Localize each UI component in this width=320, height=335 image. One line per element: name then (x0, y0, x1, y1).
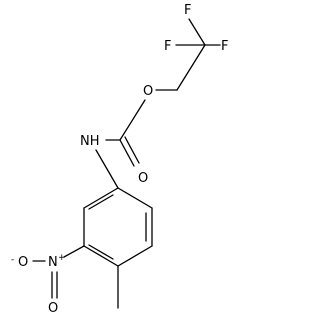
atom-f2: F (164, 39, 171, 54)
atom-nitro-o2: O (48, 301, 58, 316)
atom-f1: F (184, 3, 191, 18)
atom-nitro-n: N (48, 255, 58, 270)
bond-carbonyl-double-b (124, 136, 140, 164)
bond-cf3-f1 (188, 18, 206, 46)
ring-bond-4 (83, 245, 119, 267)
bond-cf3-ch2 (176, 44, 206, 91)
bond-carbonyl-double-a (119, 139, 135, 167)
ring-bond-1 (117, 187, 153, 209)
atom-ester-oxygen: O (143, 84, 153, 99)
atom-nitro-o1: O (18, 255, 28, 270)
atom-carbonyl-oxygen: O (138, 171, 148, 186)
bond-o-carbonyl (119, 99, 146, 141)
nitro-n-charge: + (58, 253, 66, 263)
bond-nh-ring (95, 149, 119, 189)
atom-f3: F (221, 39, 228, 54)
ring-bond-3 (117, 245, 153, 267)
atom-amide-nh: NH (80, 134, 100, 149)
bond-ring-nitro (63, 245, 85, 258)
ring-bond-6 (83, 187, 119, 209)
ring-inner-bond-3 (88, 194, 114, 210)
chemical-structure-diagram: F F F O O NH N + O - O (11, 3, 228, 316)
ring-inner-bond-2 (88, 244, 114, 260)
nitro-o1-charge: - (11, 255, 14, 265)
